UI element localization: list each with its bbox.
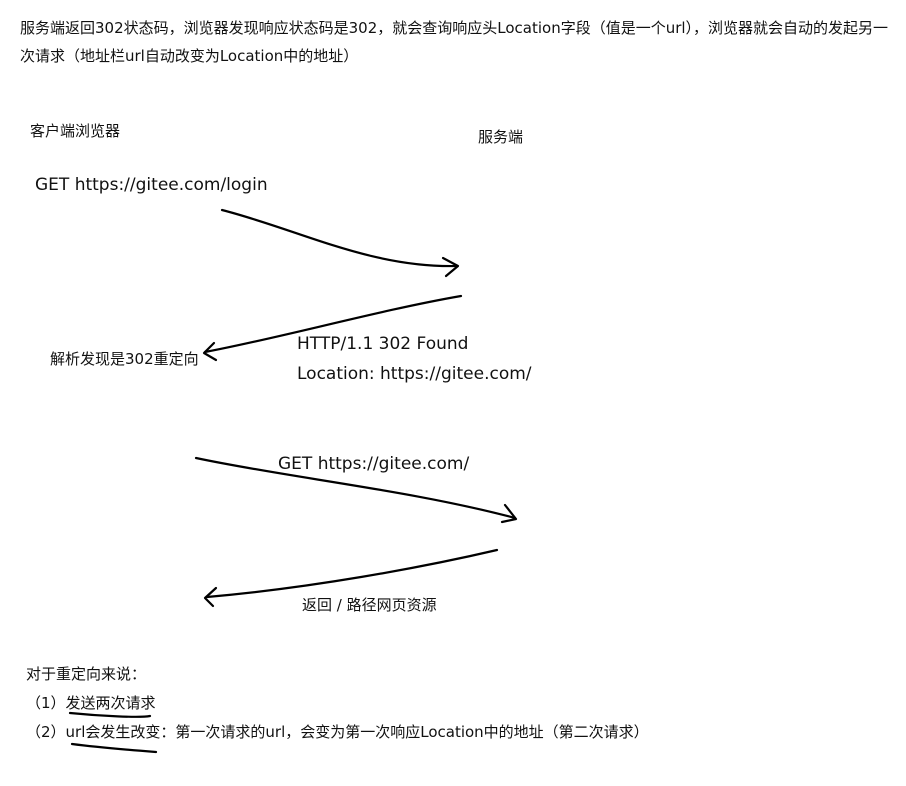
arrow-request-1 bbox=[220, 208, 459, 268]
summary-item-1: （1）发送两次请求 bbox=[26, 690, 156, 716]
summary-item-1-text: 发送两次请求 bbox=[65, 694, 156, 712]
summary-item-2: （2）url会发生改变：第一次请求的url，会变为第一次响应Location中的… bbox=[26, 719, 649, 745]
step4-response-label: 返回 / 路径网页资源 bbox=[302, 596, 437, 614]
summary-item-2-prefix: （2） bbox=[26, 723, 66, 741]
underline-url-changes bbox=[70, 742, 158, 754]
arrow-request-2-head bbox=[500, 503, 518, 524]
summary-item-1-prefix: （1） bbox=[26, 694, 66, 712]
arrow-response-302-head bbox=[202, 341, 218, 362]
arrow-response-resource bbox=[205, 548, 499, 599]
step2-response-location: Location: https://gitee.com/ bbox=[297, 364, 532, 384]
step3-request-label: GET https://gitee.com/ bbox=[278, 454, 470, 474]
arrow-response-resource-head bbox=[203, 586, 218, 608]
intro-paragraph: 服务端返回302状态码，浏览器发现响应状态码是302，就会查询响应头Locati… bbox=[20, 19, 889, 65]
server-label: 服务端 bbox=[478, 128, 524, 146]
client-label: 客户端浏览器 bbox=[30, 122, 121, 140]
summary-item-2-underlined: url会发生改变 bbox=[65, 723, 161, 741]
arrow-request-1-head bbox=[441, 256, 460, 278]
step2-response-status: HTTP/1.1 302 Found bbox=[297, 334, 469, 354]
summary-item-2-rest: ：第一次请求的url，会变为第一次响应Location中的地址（第二次请求） bbox=[160, 723, 649, 741]
client-parse-note: 解析发现是302重定向 bbox=[50, 350, 199, 368]
summary-title: 对于重定向来说： bbox=[26, 665, 147, 683]
step1-request-label: GET https://gitee.com/login bbox=[35, 175, 268, 195]
